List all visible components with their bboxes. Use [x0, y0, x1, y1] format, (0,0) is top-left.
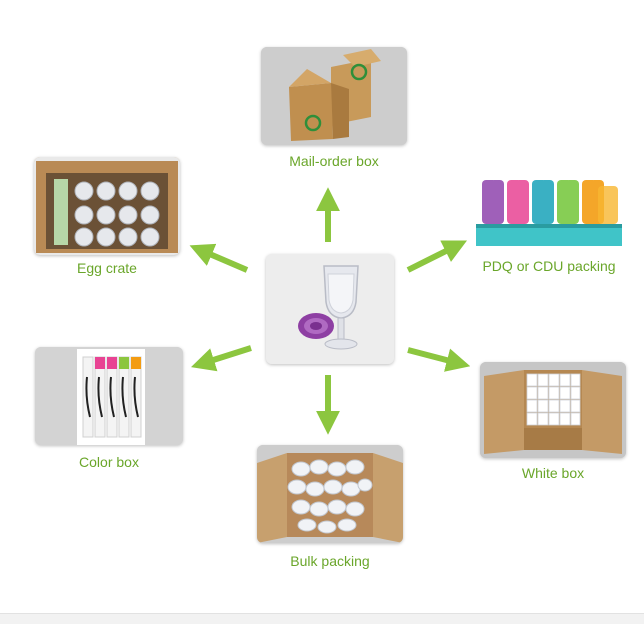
bulk-packing-image [257, 445, 403, 543]
label-color-box: Color box [79, 454, 139, 470]
label-egg-crate: Egg crate [77, 260, 137, 276]
label-mail-order: Mail-order box [289, 153, 379, 169]
bottom-strip [0, 613, 644, 624]
label-pdq-cdu: PDQ or CDU packing [482, 258, 616, 274]
pdq-image [474, 160, 624, 252]
mail-order-image [261, 47, 407, 145]
arrow-to-white-box [407, 347, 471, 372]
label-white-box: White box [521, 465, 585, 481]
color-box-image [35, 347, 183, 445]
bulk-packing-photo-icon [257, 445, 403, 543]
white-box-photo-icon [480, 362, 626, 458]
arrow-to-color-box [190, 345, 252, 372]
pdq-display-photo-icon [474, 160, 624, 252]
arrow-to-egg-crate [189, 243, 249, 273]
egg-crate-photo-icon [34, 157, 180, 255]
mail-order-box-photo-icon [261, 47, 407, 145]
label-bulk-packing: Bulk packing [290, 553, 370, 569]
arrow-to-pdq [406, 240, 468, 273]
wine-glass-with-lid-icon [266, 254, 394, 364]
white-box-image [480, 362, 626, 458]
center-product-image [266, 254, 394, 364]
color-box-photo-icon [35, 347, 183, 445]
egg-crate-image [34, 157, 180, 255]
